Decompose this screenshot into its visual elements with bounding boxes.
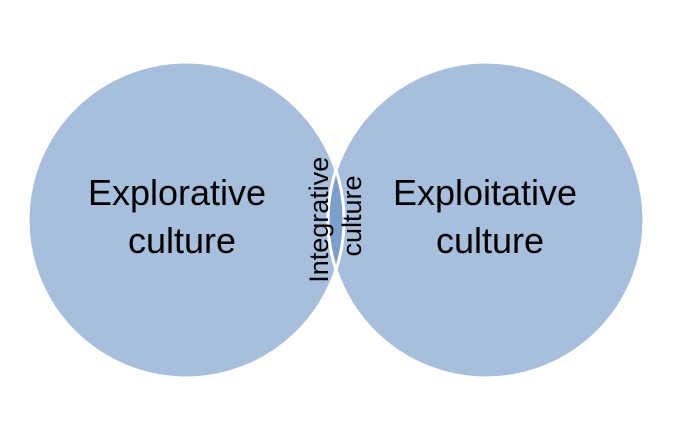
integrative-label-line1: Integrative — [304, 157, 334, 283]
exploitative-label-line1: Exploitative — [393, 172, 577, 213]
right-circle-outline — [326, 60, 646, 380]
integrative-label-line2: culture — [337, 175, 367, 256]
explorative-label: Explorative culture — [88, 172, 276, 261]
left-circle-outline — [26, 60, 346, 380]
integrative-label: Integrative culture — [304, 149, 367, 283]
explorative-label-line1: Explorative — [88, 172, 266, 213]
exploitative-label-line2: culture — [436, 220, 544, 261]
exploitative-label: Exploitative culture — [393, 172, 587, 261]
explorative-label-line2: culture — [128, 220, 236, 261]
